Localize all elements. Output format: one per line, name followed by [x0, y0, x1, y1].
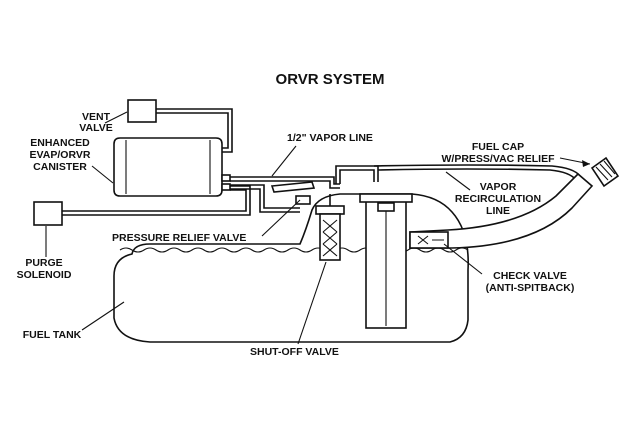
- purge-solenoid-label-1: PURGE: [25, 257, 62, 269]
- purge-solenoid-label-2: SOLENOID: [17, 269, 72, 281]
- canister-label-1: ENHANCED: [30, 137, 90, 149]
- diagram-title: ORVR SYSTEM: [276, 71, 385, 88]
- check-valve-label-1: CHECK VALVE: [493, 270, 567, 282]
- pressure-relief-valve: [270, 165, 379, 205]
- vapor-line-label: 1/2" VAPOR LINE: [287, 132, 373, 144]
- canister-label-3: CANISTER: [33, 161, 87, 173]
- vapor-line: [230, 176, 340, 213]
- evap-canister: [113, 137, 231, 197]
- check-valve-label-2: (ANTI-SPITBACK): [486, 282, 575, 294]
- recirculation-line-label-1: VAPOR: [480, 181, 517, 193]
- vent-valve-label-2: VALVE: [79, 122, 112, 134]
- fuel-cap-label-2: W/PRESS/VAC RELIEF: [442, 153, 556, 165]
- recirculation-line-label-2: RECIRCULATION: [455, 193, 541, 205]
- recirculation-line-label-3: LINE: [486, 205, 510, 217]
- vent-valve-label-1: VENT: [82, 111, 111, 123]
- vent-valve: [127, 99, 233, 153]
- fuel-tank: [113, 193, 469, 343]
- shut-off-valve: [315, 194, 345, 261]
- fuel-cap-label-1: FUEL CAP: [472, 141, 524, 153]
- purge-solenoid: [33, 185, 251, 226]
- fuel-cap: [590, 156, 620, 188]
- vapor-recirculation-line: [373, 164, 581, 181]
- canister-label-2: EVAP/ORVR: [30, 149, 91, 161]
- pressure-relief-valve-label: PRESSURE RELIEF VALVE: [112, 232, 246, 244]
- shut-off-valve-label: SHUT-OFF VALVE: [250, 346, 339, 358]
- filler-neck: [409, 172, 594, 249]
- fuel-tank-label: FUEL TANK: [23, 329, 82, 341]
